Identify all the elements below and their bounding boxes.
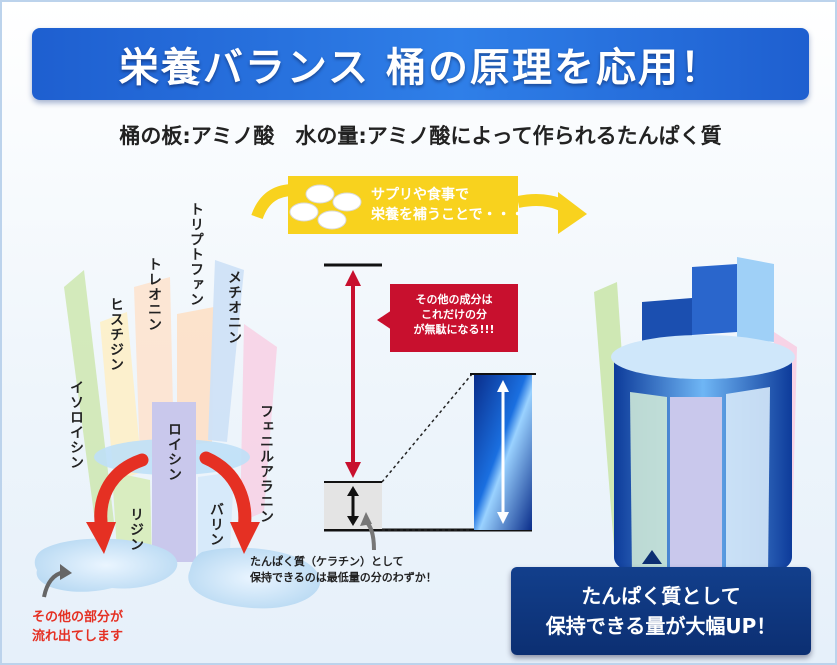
label-tryptophan: トリプトファン bbox=[188, 202, 204, 307]
result-pointer-icon bbox=[642, 550, 662, 564]
stave-isoleucine bbox=[64, 270, 114, 537]
left-barrel bbox=[34, 260, 321, 609]
stave-valine bbox=[198, 472, 234, 560]
right-water-surface bbox=[611, 335, 795, 379]
subtitle: 桶の板:アミノ酸 水の量:アミノ酸によって作られるたんぱく質 bbox=[119, 124, 722, 148]
right-barrel bbox=[594, 257, 797, 594]
label-methionine: メチオニン bbox=[226, 270, 242, 345]
right-stave-front-3 bbox=[726, 387, 770, 590]
stave-lysine bbox=[112, 472, 152, 562]
waste-callout-pointer bbox=[377, 310, 392, 330]
label-isoleucine: イソロイシン bbox=[68, 380, 84, 470]
overflow-arrow-right-icon bbox=[199, 451, 252, 537]
label-phenylalanine: フェニルアラニン bbox=[258, 404, 274, 524]
result-box: たんぱく質として 保持できる量が大幅UP！ bbox=[511, 567, 811, 655]
waste-note: その他の成分は これだけの分 が無駄になる!!! bbox=[413, 293, 495, 336]
stave-phenylalanine bbox=[240, 324, 277, 522]
result-note: たんぱく質として 保持できる量が大幅UP！ bbox=[545, 584, 777, 638]
label-leucine: ロイシン bbox=[166, 422, 182, 482]
overflow-note: その他の部分が 流れ出てします bbox=[32, 610, 124, 644]
minimum-arrowhead-up-icon bbox=[347, 486, 359, 496]
overflow-arrowhead-right-icon bbox=[230, 522, 260, 554]
minimum-pointer-arrowhead-icon bbox=[360, 512, 372, 526]
label-valine: バリン bbox=[208, 502, 224, 547]
right-stave-back-4 bbox=[737, 257, 774, 342]
protein-arrowhead-up-icon bbox=[497, 380, 509, 392]
projection-line-top bbox=[381, 373, 473, 483]
right-stave-front-1 bbox=[630, 392, 667, 587]
pill-icon bbox=[289, 202, 319, 222]
minimum-note: たんぱく質（ケラチン）として 保持できるのは最低量の分のわずか！ bbox=[250, 555, 437, 584]
title-banner: 栄養バランス 桶の原理を応用！ bbox=[32, 28, 809, 100]
supplement-note: サプリや食事で 栄養を補うことで・・・ bbox=[371, 187, 525, 223]
stave-leucine bbox=[152, 402, 196, 562]
stave-methionine bbox=[208, 260, 244, 442]
right-puddle bbox=[188, 547, 321, 609]
arrowhead-right-icon bbox=[558, 192, 587, 234]
pill-icon bbox=[332, 192, 362, 212]
protein-arrowhead-down-icon bbox=[497, 512, 509, 524]
label-histidine: ヒスチジン bbox=[108, 297, 124, 372]
stave-histidine bbox=[100, 312, 142, 482]
label-threonine: トレオニン bbox=[146, 257, 162, 332]
minimum-arrowhead-down-icon bbox=[347, 516, 359, 526]
label-lysine: リジン bbox=[128, 507, 144, 552]
overflow-arrow-left-icon bbox=[94, 453, 149, 537]
middle-bar-diagram bbox=[251, 176, 587, 551]
right-stave-front-2 bbox=[670, 397, 722, 594]
waste-arrowhead-up-icon bbox=[345, 270, 361, 286]
right-stave-back-3 bbox=[692, 264, 737, 335]
waste-callout bbox=[390, 284, 518, 352]
pointer-arrowhead-icon bbox=[60, 564, 72, 580]
left-puddle bbox=[34, 538, 178, 592]
overflow-arrowhead-left-icon bbox=[86, 522, 116, 554]
right-stave-back-2 bbox=[642, 298, 692, 342]
page-title: 栄養バランス 桶の原理を応用！ bbox=[118, 45, 723, 91]
waste-arrowhead-down-icon bbox=[345, 462, 361, 478]
pill-icon bbox=[317, 210, 347, 230]
pill-icon bbox=[305, 184, 335, 204]
